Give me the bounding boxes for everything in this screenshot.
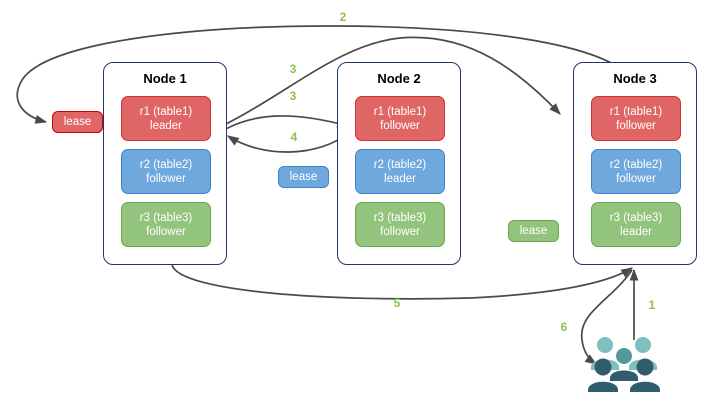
lease-badge-red[interactable]: lease	[52, 111, 103, 133]
replica-role: follower	[380, 225, 420, 238]
replica-role: follower	[616, 119, 656, 132]
replica-n1r3[interactable]: r3 (table3) follower	[121, 202, 211, 247]
replica-role: follower	[146, 172, 186, 185]
replica-role: follower	[146, 225, 186, 238]
replica-table: r3 (table3)	[373, 211, 427, 224]
replica-table: r2 (table2)	[609, 158, 663, 171]
step-label-3-lower: 3	[289, 89, 297, 103]
replica-table: r1 (table1)	[609, 105, 663, 118]
replica-table: r1 (table1)	[373, 105, 427, 118]
node-title: Node 1	[143, 71, 187, 86]
node-title: Node 2	[377, 71, 421, 86]
node-card-node3[interactable]: Node 3 r1 (table1) follower r2 (table2) …	[573, 62, 697, 265]
node-card-node2[interactable]: Node 2 r1 (table1) follower r2 (table2) …	[337, 62, 461, 265]
step-label-2: 2	[339, 10, 347, 24]
step-label-3-upper: 3	[289, 62, 297, 76]
step-label-6: 6	[560, 320, 568, 334]
replica-table: r2 (table2)	[373, 158, 427, 171]
replica-role: follower	[380, 119, 420, 132]
node-card-node1[interactable]: Node 1 r1 (table1) leader r2 (table2) fo…	[103, 62, 227, 265]
replica-n3r2[interactable]: r2 (table2) follower	[591, 149, 681, 194]
lease-badge-blue[interactable]: lease	[278, 166, 329, 188]
lease-badge-green[interactable]: lease	[508, 220, 559, 242]
replica-n3r1[interactable]: r1 (table1) follower	[591, 96, 681, 141]
replica-n2r2[interactable]: r2 (table2) leader	[355, 149, 445, 194]
replica-table: r2 (table2)	[139, 158, 193, 171]
replica-role: leader	[620, 225, 652, 238]
replica-n2r1[interactable]: r1 (table1) follower	[355, 96, 445, 141]
step-label-4: 4	[290, 130, 298, 144]
edge-step-5	[171, 264, 634, 300]
step-label-1: 1	[648, 298, 656, 312]
replica-n2r3[interactable]: r3 (table3) follower	[355, 202, 445, 247]
step-label-5: 5	[393, 296, 401, 310]
users-icon	[588, 337, 660, 392]
replica-n3r3[interactable]: r3 (table3) leader	[591, 202, 681, 247]
replica-role: follower	[616, 172, 656, 185]
replica-table: r1 (table1)	[139, 105, 193, 118]
node-title: Node 3	[613, 71, 657, 86]
replica-n1r2[interactable]: r2 (table2) follower	[121, 149, 211, 194]
replica-table: r3 (table3)	[139, 211, 193, 224]
edge-step-3-lower	[223, 115, 350, 131]
replica-n1r1[interactable]: r1 (table1) leader	[121, 96, 211, 141]
replica-table: r3 (table3)	[609, 211, 663, 224]
replica-role: leader	[384, 172, 416, 185]
replica-role: leader	[150, 119, 182, 132]
